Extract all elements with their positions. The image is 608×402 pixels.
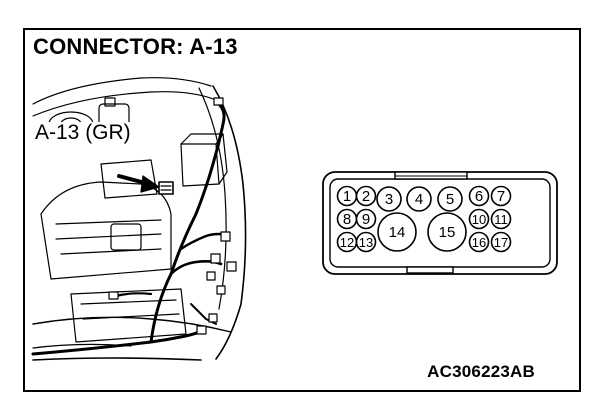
pin-17-label: 17 — [494, 235, 508, 250]
pin-13-cavity — [355, 231, 377, 253]
pin-6-cavity — [468, 185, 490, 207]
pin-5-cavity — [437, 186, 463, 212]
pin-12-label: 12 — [340, 235, 354, 250]
connector-key-bottom — [406, 266, 454, 274]
pin-9-label: 9 — [362, 211, 370, 228]
pin-7-cavity — [490, 185, 512, 207]
pin-10-cavity — [468, 208, 490, 230]
pin-4-cavity — [406, 186, 432, 212]
connector-callout-label: A-13 (GR) — [33, 121, 133, 144]
pin-2-label: 2 — [362, 188, 370, 205]
pin-14-cavity — [377, 212, 417, 252]
pin-3-label: 3 — [385, 191, 393, 208]
pin-16-cavity — [468, 231, 490, 253]
drawing-code: AC306223AB — [427, 362, 535, 381]
pin-2-cavity — [355, 185, 377, 207]
pin-1-label: 1 — [343, 188, 351, 205]
diagram-title: CONNECTOR: A-13 — [33, 34, 238, 59]
pin-9-cavity — [355, 208, 377, 230]
pin-13-label: 13 — [359, 235, 373, 250]
pin-15-label: 15 — [439, 224, 456, 241]
pin-3-cavity — [376, 186, 402, 212]
pin-11-label: 11 — [494, 212, 508, 227]
pin-6-label: 6 — [475, 188, 483, 205]
pin-15-cavity — [427, 212, 467, 252]
diagram-frame: CONNECTOR: A-13 — [23, 28, 581, 392]
pin-8-label: 8 — [343, 211, 351, 228]
pin-17-cavity — [490, 231, 512, 253]
pin-7-label: 7 — [497, 188, 505, 205]
engine-bay-illustration — [31, 77, 247, 361]
pin-5-label: 5 — [446, 191, 454, 208]
pin-14-label: 14 — [389, 224, 406, 241]
pin-4-label: 4 — [415, 191, 423, 208]
pin-16-label: 16 — [472, 235, 486, 250]
pin-10-label: 10 — [472, 212, 486, 227]
pin-11-cavity — [490, 208, 512, 230]
